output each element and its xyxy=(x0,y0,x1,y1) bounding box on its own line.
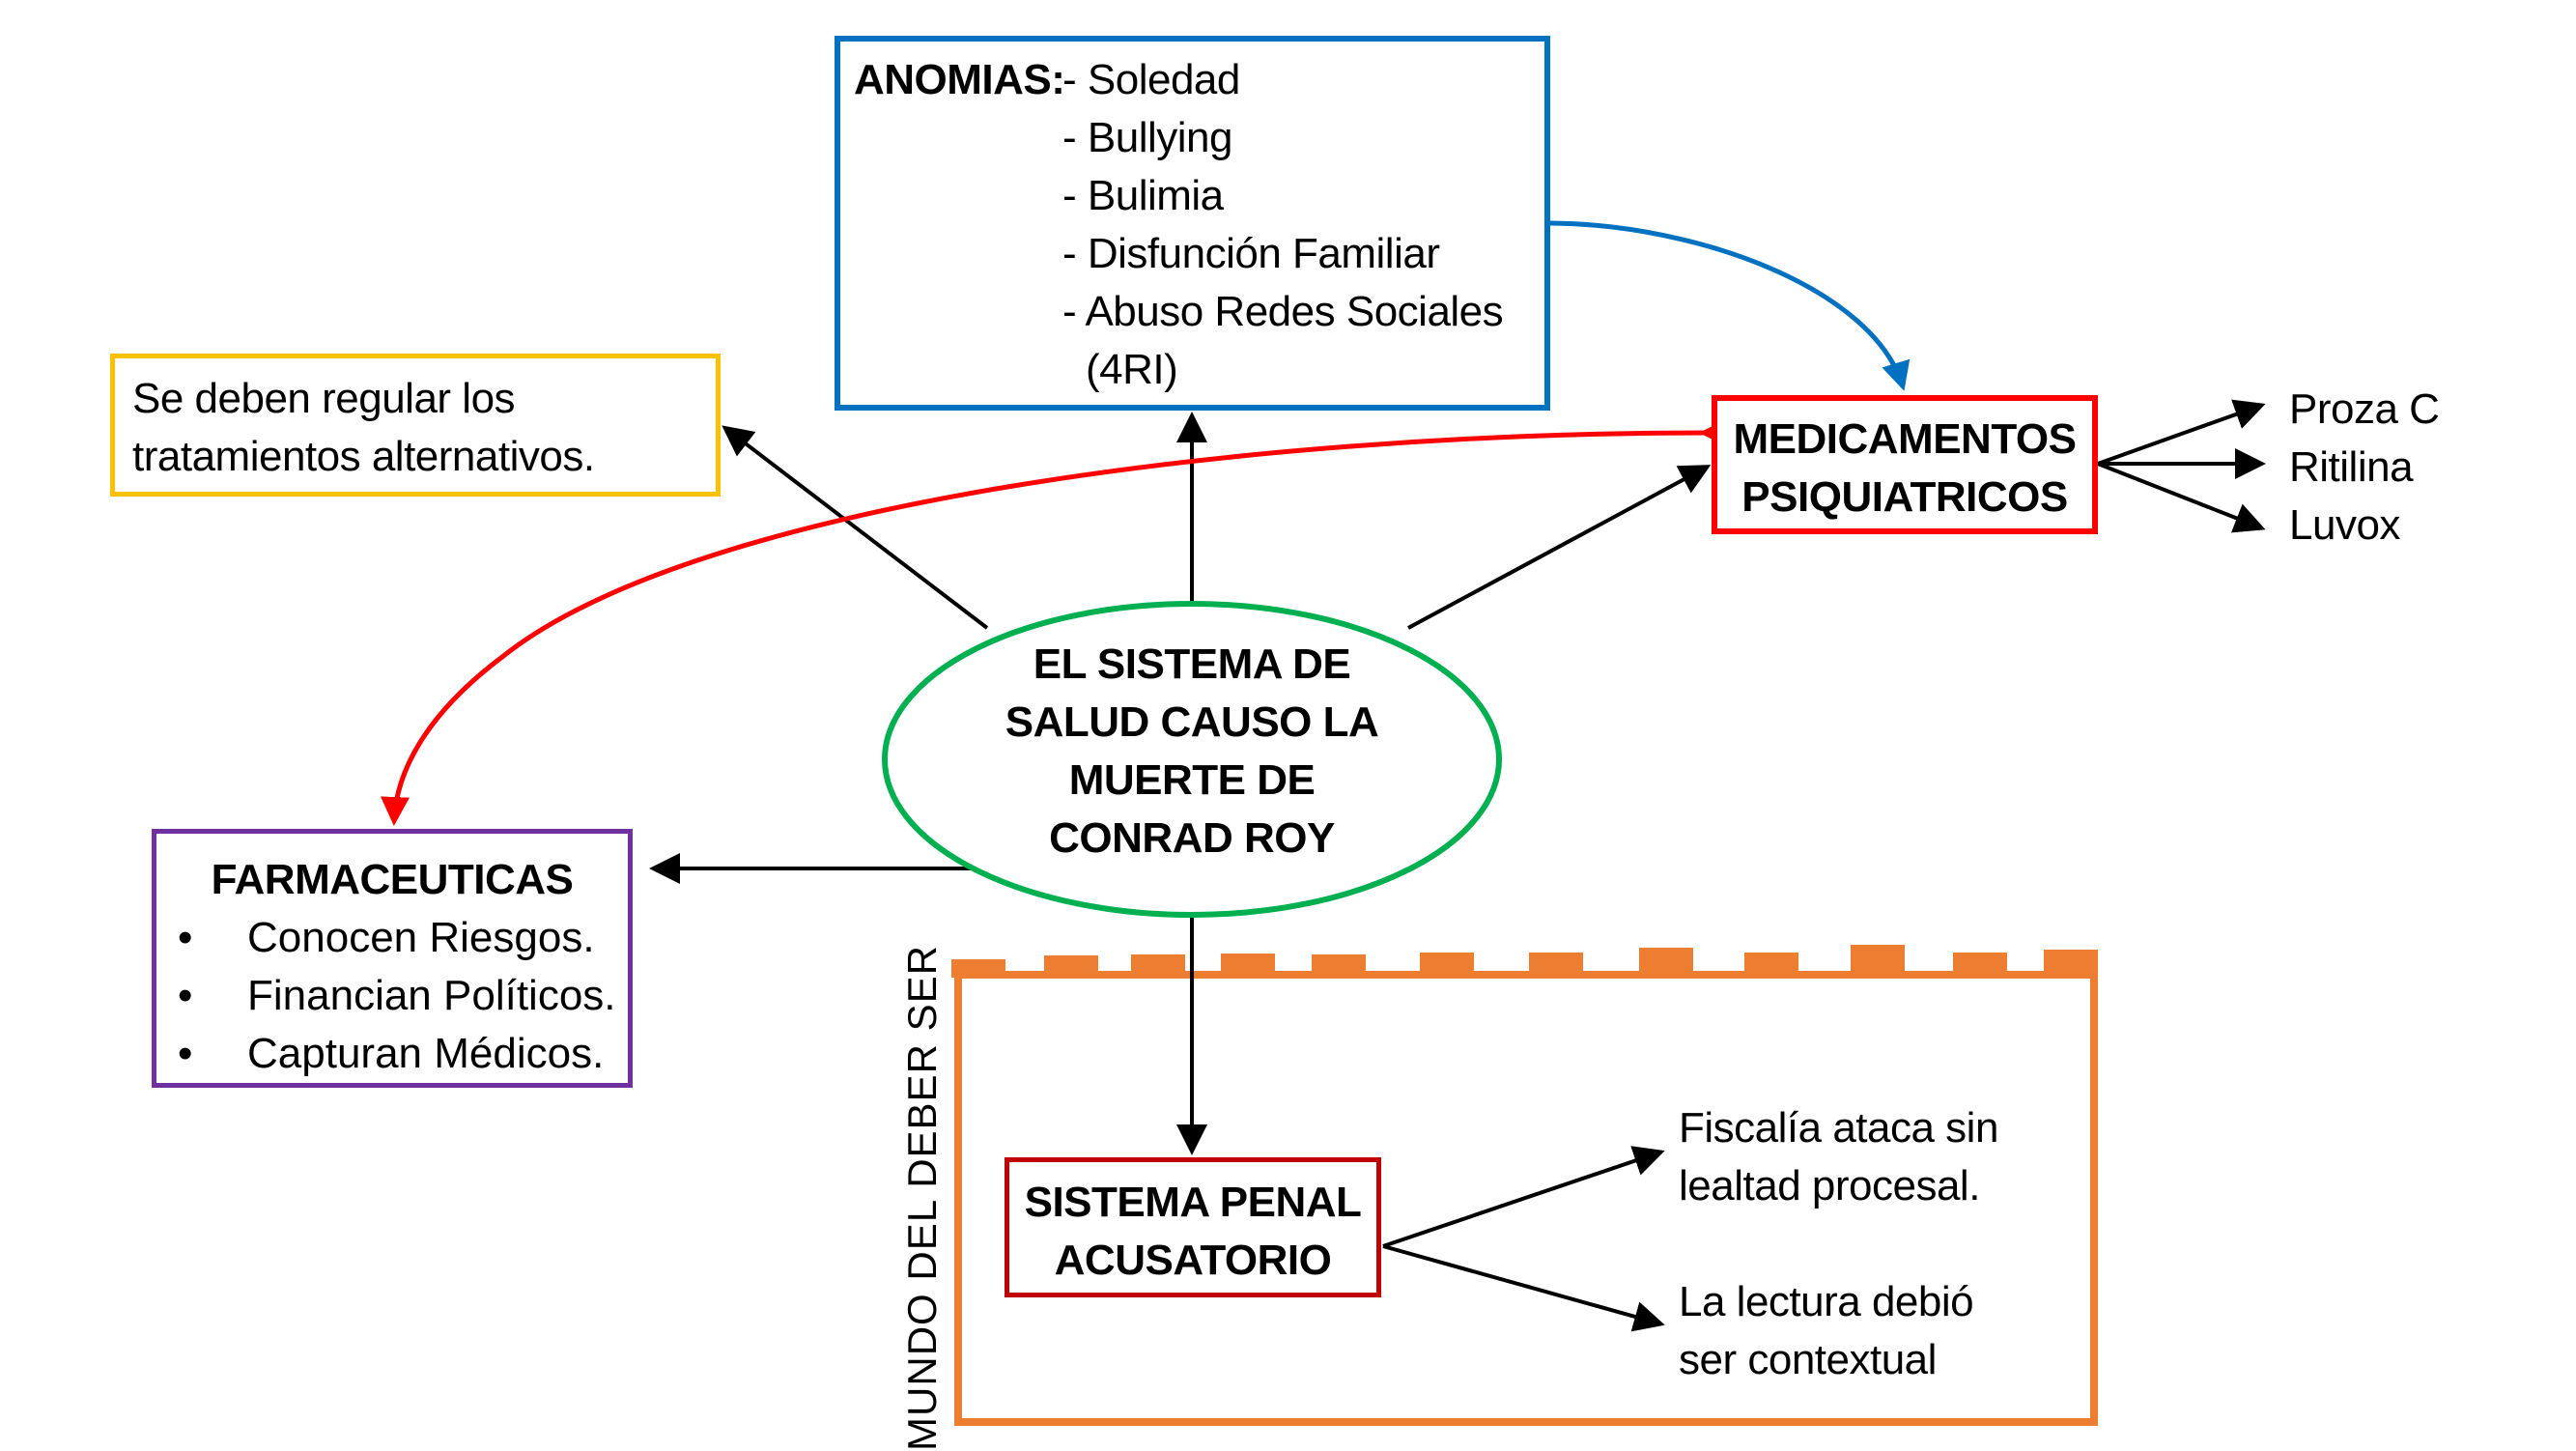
arrow-to-drug-1 xyxy=(2097,399,2266,466)
crenellation-merlon xyxy=(1131,954,1185,978)
mundo-deber-ser-label: MUNDO DEL DEBER SER xyxy=(899,945,945,1451)
medicamentos-line: MEDICAMENTOS xyxy=(1733,415,2077,463)
drug-label: Luvox xyxy=(2289,501,2400,549)
center-node: EL SISTEMA DE SALUD CAUSO LA MUERTE DE C… xyxy=(999,636,1385,868)
farmaceuticas-item: •Financian Políticos. xyxy=(178,967,616,1025)
arrow-to-outcome-2 xyxy=(1382,1244,1665,1332)
anomias-box: ANOMIAS: - Soledad - Bullying - Bulimia … xyxy=(835,36,1550,411)
center-line: SALUD CAUSO LA xyxy=(1005,698,1379,746)
crenellation-merlon xyxy=(1639,948,1693,978)
crenellation-merlon xyxy=(1953,953,2007,978)
sistema-penal-box: SISTEMA PENAL ACUSATORIO xyxy=(1005,1157,1381,1297)
sistema-penal-line: ACUSATORIO xyxy=(1054,1237,1332,1284)
crenellation-merlon xyxy=(1420,953,1474,978)
outcome-line: La lectura debió xyxy=(1679,1278,1974,1325)
anomias-title: ANOMIAS: xyxy=(854,56,1065,103)
crenellation-merlon xyxy=(1744,953,1798,978)
center-line: EL SISTEMA DE xyxy=(1033,640,1351,688)
crenellation-merlon xyxy=(951,959,1005,978)
crenellation-merlon xyxy=(1312,954,1366,978)
mundo-deber-ser-frame xyxy=(951,945,2098,1426)
outcome-line: Fiscalía ataca sin xyxy=(1679,1104,1998,1152)
anomia-item: - Disfunción Familiar xyxy=(1062,230,1440,277)
crenellation-merlon xyxy=(1529,953,1583,978)
regulation-line: Se deben regular los xyxy=(132,375,516,422)
center-ellipse xyxy=(882,601,1502,918)
drug-label: Proza C xyxy=(2289,385,2440,433)
farmaceuticas-box: FARMACEUTICAS •Conocen Riesgos. •Financi… xyxy=(152,829,633,1088)
outcome-line: ser contextual xyxy=(1679,1336,1937,1383)
bullet-icon: • xyxy=(178,914,193,961)
bullet-icon: • xyxy=(178,972,193,1019)
arrow-to-outcome-1 xyxy=(1382,1146,1665,1248)
arrow-to-drug-3 xyxy=(2097,462,2266,533)
bullet-icon: • xyxy=(178,1030,193,1077)
crenellation-merlon xyxy=(1851,945,1905,978)
regulation-note-box: Se deben regular los tratamientos altern… xyxy=(110,354,721,497)
crenellation-merlon xyxy=(1044,955,1098,978)
curve-medicamentos-farmaceuticas xyxy=(381,417,1729,826)
center-line: CONRAD ROY xyxy=(1049,814,1335,862)
medicamentos-box: MEDICAMENTOS PSIQUIATRICOS xyxy=(1712,395,2098,534)
crenellation-merlon xyxy=(2044,950,2098,978)
outcome-line: lealtad procesal. xyxy=(1679,1162,1980,1209)
anomia-item: - Abuso Redes Sociales xyxy=(1062,288,1504,335)
anomia-item: - Bullying xyxy=(1062,114,1232,161)
sistema-penal-line: SISTEMA PENAL xyxy=(1024,1179,1362,1226)
arrow-to-regulation-note xyxy=(722,425,989,630)
arrow-to-medicamentos xyxy=(1407,465,1712,630)
center-line: MUERTE DE xyxy=(1068,756,1316,804)
curve-anomias-to-medicamentos xyxy=(1549,220,1911,391)
farmaceuticas-title: FARMACEUTICAS xyxy=(211,856,574,903)
crenellation-merlon xyxy=(1221,953,1275,978)
anomia-item: - Bulimia xyxy=(1062,172,1224,219)
drug-label: Ritilina xyxy=(2289,443,2414,491)
anomia-item: - Soledad xyxy=(1062,56,1240,103)
farmaceuticas-item: •Conocen Riesgos. xyxy=(178,909,595,967)
anomia-item: (4RI) xyxy=(1086,346,1178,393)
regulation-line: tratamientos alternativos. xyxy=(132,433,595,480)
medicamentos-line: PSIQUIATRICOS xyxy=(1741,473,2068,521)
farmaceuticas-item: •Capturan Médicos. xyxy=(178,1025,604,1083)
